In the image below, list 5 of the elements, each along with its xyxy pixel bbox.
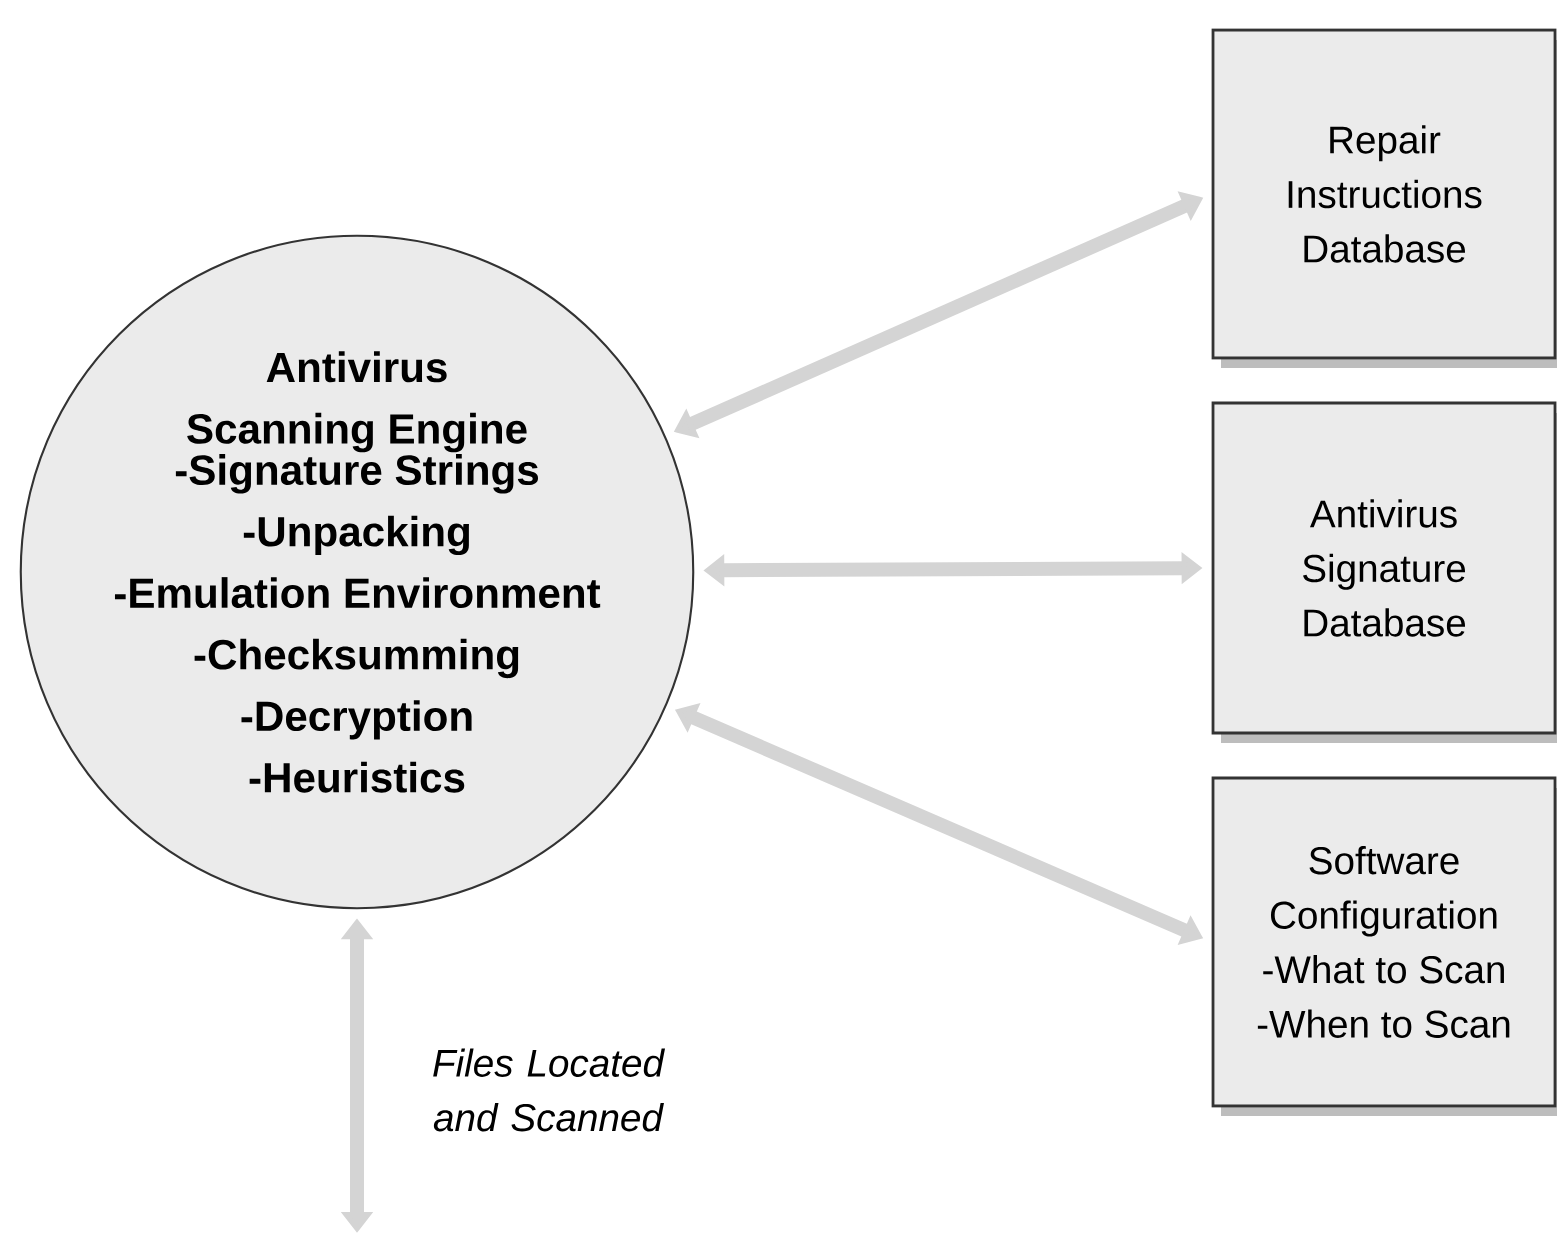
- edge-label: Files Located and Scanned: [433, 1048, 665, 1132]
- database-box: Antivirus Signature Database: [1211, 401, 1557, 743]
- database-box: Software Configuration -What to Scan -When to Scan: [1211, 776, 1557, 1116]
- circle-node: Antivirus Scanning Engine -Signature Strings -Unpacking -Emulation Environment -Checksumming -Decryption -Heuristics: [19, 234, 695, 910]
- database-box: Repair Instructions Database: [1211, 28, 1557, 368]
